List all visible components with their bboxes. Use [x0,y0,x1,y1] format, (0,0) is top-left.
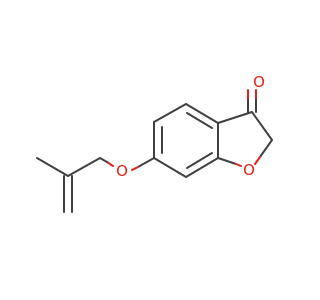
bond-c4-c4-inner [186,112,213,129]
bond-c6-o-red [131,166,139,171]
carbonyl-oxygen-label: O [253,73,265,91]
bond-c3-c2 [251,111,273,141]
methallyl-ether-chain [36,157,155,213]
bond-c6-c7 [153,157,187,178]
furanone-ring [217,111,273,167]
bond-c6-o [137,157,155,168]
bond-o-ch2-red [106,161,114,167]
atom-labels: O O O [116,73,265,180]
bond-c2-o1 [259,139,273,158]
bond-o1-c2 [254,156,261,165]
benzene-ring [153,103,219,178]
bond-c7a-o1 [217,157,237,165]
bond-c-ch3 [36,157,69,177]
bond-o-ch2 [99,157,108,163]
bond-c4-c5 [153,103,187,123]
carbonyl-group [247,89,257,113]
ring-oxygen-label: O [243,161,255,179]
molecule-structure: O O O [36,73,273,213]
bond-c3a-c3 [217,111,253,124]
bond-c7-c7a [185,157,219,178]
bond-c7-c7a-inner [186,152,213,169]
ether-oxygen-label: O [116,162,128,180]
bond-ch2-c [67,157,101,177]
bond-c7a-o1-red [235,163,242,167]
bond-c3a-c4 [185,103,219,124]
